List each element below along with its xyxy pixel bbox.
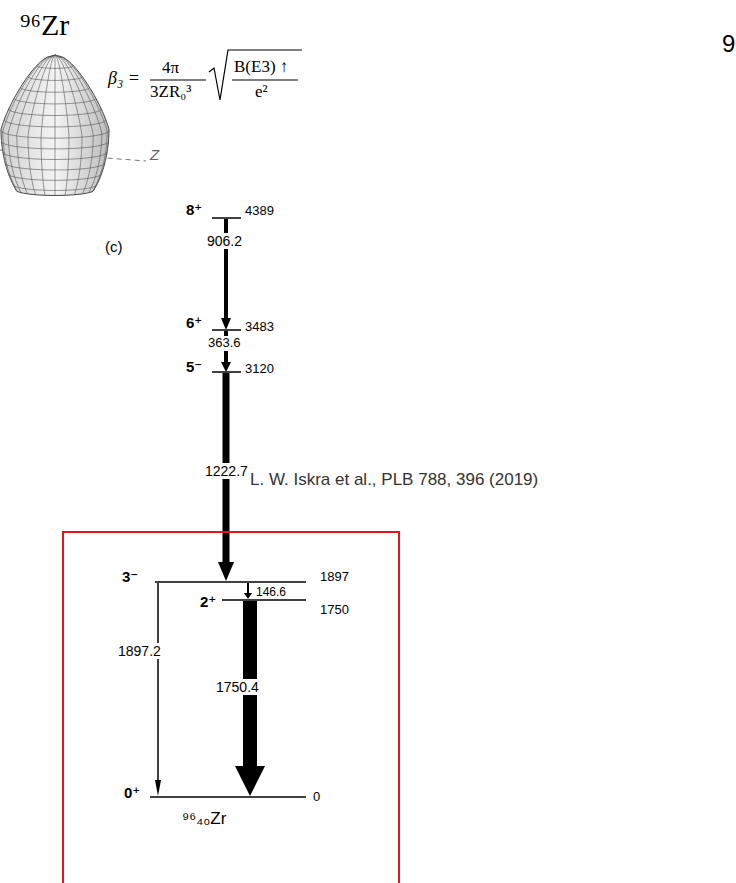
nucleus-label: ⁹⁶₄₀Zr (182, 809, 226, 829)
level-energy: 3483 (245, 320, 274, 335)
grid-line (8, 55, 55, 193)
level-line (150, 796, 306, 798)
level-line (222, 599, 306, 601)
highlight-frame: 3⁻ 1897 146.6 2⁺ 1750 1897.2 1750.4 0⁺ 0 ⁹⁶₄₀Zr (62, 531, 400, 883)
level-energy: 1750 (320, 603, 349, 618)
transition-energy: 146.6 (256, 586, 286, 600)
level-line (155, 581, 306, 583)
pear-outline (1, 55, 109, 195)
fraction-bar (232, 79, 298, 80)
transition-energy: 906.2 (205, 233, 244, 249)
grid-line (55, 55, 102, 193)
formula-numerator: 4π (162, 58, 179, 78)
level-energy: 1897 (320, 570, 349, 585)
transition-arrow (235, 601, 265, 796)
transition-line (157, 583, 159, 782)
grid-line (41, 55, 55, 195)
grid-line (28, 55, 55, 195)
spin-parity: 8⁺ (186, 201, 202, 218)
level-line (212, 371, 241, 373)
spin-parity: 5⁻ (186, 358, 202, 375)
transition-arrow (244, 583, 252, 599)
axis-label: Z (150, 146, 159, 163)
grid-line (55, 55, 107, 191)
spin-parity: 2⁺ (200, 593, 216, 610)
grid-line (55, 55, 82, 195)
grid-line (17, 55, 55, 194)
cut-off-text: 9 (722, 30, 735, 58)
pear-shape (1, 55, 109, 195)
level-line (212, 217, 241, 219)
grid-line (55, 55, 93, 194)
citation: L. W. Iskra et al., PLB 788, 396 (2019) (250, 470, 538, 490)
level-energy: 3120 (245, 362, 274, 377)
level-line (212, 329, 241, 331)
grid-line (55, 55, 56, 195)
grid-line (55, 55, 69, 195)
spin-parity: 6⁺ (186, 314, 202, 331)
panel-tag: (c) (105, 238, 123, 255)
formula-numerator: B(E3) ↑ (234, 57, 288, 77)
formula-denominator: e² (255, 82, 268, 102)
transition-arrow (155, 780, 161, 796)
level-energy: 4389 (245, 204, 274, 219)
transition-energy: 1222.7 (203, 463, 250, 479)
spin-parity: 0⁺ (124, 784, 140, 801)
formula-denominator: 3ZR₀³ (150, 82, 191, 102)
level-energy: 0 (313, 790, 320, 805)
formula-lhs: β₃ = (108, 68, 140, 89)
fraction-bar (150, 79, 206, 80)
grid-line (3, 55, 55, 191)
transition-energy: 1750.4 (214, 679, 261, 695)
transition-energy: 363.6 (206, 336, 243, 351)
spin-parity: 3⁻ (122, 568, 138, 585)
nucleus-title: ⁹⁶Zr (20, 8, 69, 43)
transition-energy: 1897.2 (116, 643, 163, 659)
